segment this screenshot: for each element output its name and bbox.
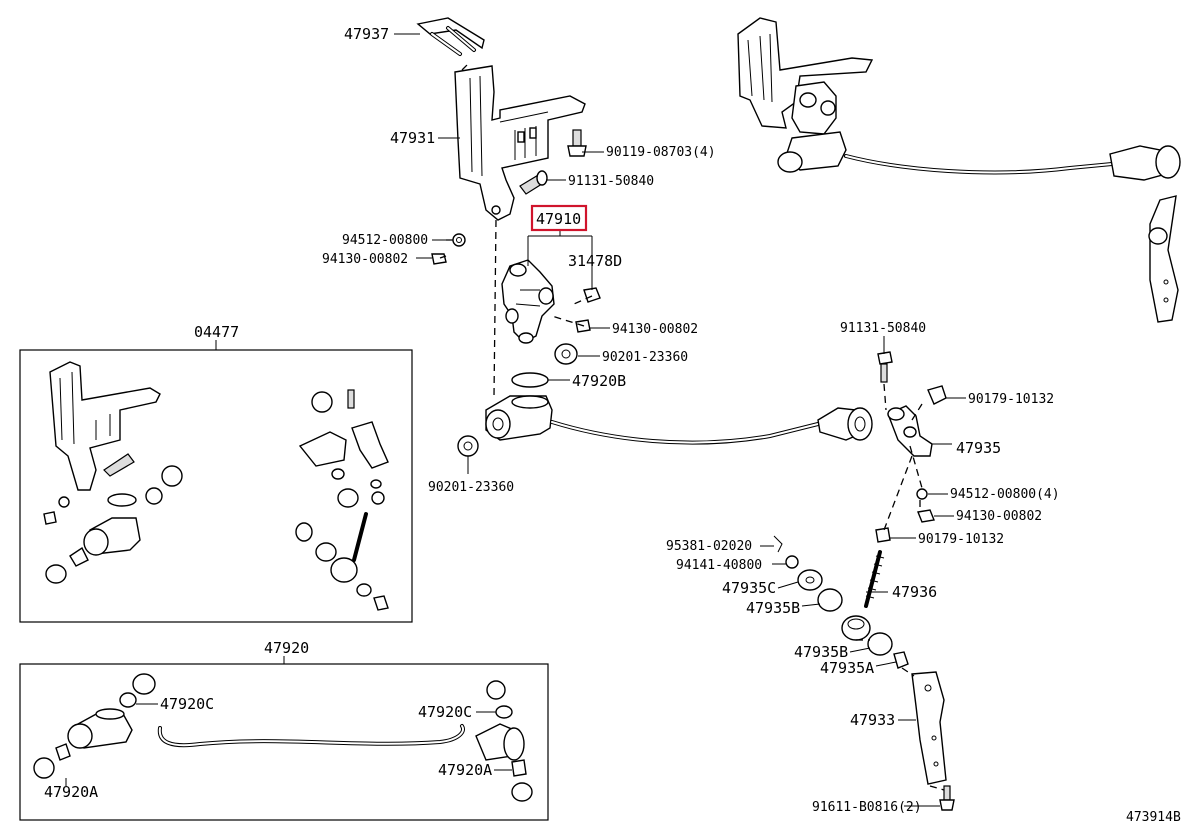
bolt-91611: [939, 785, 955, 811]
label-47920: 47920: [264, 639, 309, 657]
u-bolt-47937: [416, 17, 485, 56]
nut-94141: [785, 555, 799, 569]
leader-lines: [65, 33, 966, 807]
catalog-code: 473914B: [1126, 810, 1181, 825]
label-47937: 47937: [344, 25, 389, 43]
label-47935B-lower: 47935B: [794, 643, 848, 661]
label-90119: 90119-08703(4): [606, 145, 716, 160]
label-47920C-right: 47920C: [418, 703, 472, 721]
nut-90179-bottom: [875, 527, 891, 543]
label-94130-center: 94130-00802: [612, 322, 698, 337]
label-47931: 47931: [390, 129, 435, 147]
label-94512-right: 94512-00800(4): [950, 487, 1060, 502]
bolt-90119: [567, 129, 587, 157]
label-47935: 47935: [956, 439, 1001, 457]
label-91131-upper: 91131-50840: [568, 174, 654, 189]
bracket-47933: [911, 671, 947, 785]
label-31478D: 31478D: [568, 252, 622, 270]
pin-95381: [773, 535, 783, 553]
nut-94130-left: [431, 253, 447, 265]
washer-90201-top: [554, 343, 578, 365]
label-94512-left: 94512-00800: [342, 233, 428, 248]
washer-94512-right: [916, 488, 928, 500]
valve-47910: [501, 259, 555, 344]
ring-47920B: [511, 372, 549, 388]
highlight-box-47910: [530, 204, 588, 232]
label-47920A-left: 47920A: [44, 783, 98, 801]
bushing-47935B-upper: [817, 588, 843, 612]
rod-47936: [841, 550, 885, 641]
nut-31478D: [583, 287, 601, 303]
label-91131-right: 91131-50840: [840, 321, 926, 336]
bracket-47935: [887, 405, 933, 457]
linkage-top-right: [1109, 145, 1181, 323]
bolt-91131-right: [877, 351, 893, 383]
label-47920A-right: 47920A: [438, 761, 492, 779]
washer-94512-left: [452, 233, 466, 247]
bushing-47935B-lower: [867, 632, 893, 656]
label-94130-left: 94130-00802: [322, 252, 408, 267]
bracket-47931: [454, 65, 586, 221]
sensor-housing: [485, 395, 553, 441]
collar-47935A: [893, 651, 909, 669]
bolt-91131-upper: [519, 170, 548, 195]
label-47936: 47936: [892, 583, 937, 601]
label-90201-top: 90201-23360: [602, 350, 688, 365]
washer-47935C: [797, 569, 823, 591]
label-90201-bottom: 90201-23360: [428, 480, 514, 495]
label-47910: 47910: [536, 210, 581, 228]
label-04477: 04477: [194, 323, 239, 341]
assembly-top-right: [737, 17, 874, 173]
label-47920C-left: 47920C: [160, 695, 214, 713]
label-95381: 95381-02020: [666, 539, 752, 554]
label-90179-top: 90179-10132: [968, 392, 1054, 407]
nut-90179-top: [927, 385, 947, 405]
nut-94130-right: [917, 509, 935, 523]
label-47935B-upper: 47935B: [746, 599, 800, 617]
kit-47920-parts: [33, 673, 533, 802]
label-94141: 94141-40800: [676, 558, 762, 573]
label-90179-bottom: 90179-10132: [918, 532, 1004, 547]
label-47933: 47933: [850, 711, 895, 729]
label-47935A: 47935A: [820, 659, 874, 677]
washer-90201-bottom: [457, 435, 479, 457]
label-94130-right: 94130-00802: [956, 509, 1042, 524]
kit-04477-parts: [43, 361, 389, 611]
label-47920B: 47920B: [572, 372, 626, 390]
label-47935C: 47935C: [722, 579, 776, 597]
label-91611: 91611-B0816(2): [812, 800, 922, 815]
